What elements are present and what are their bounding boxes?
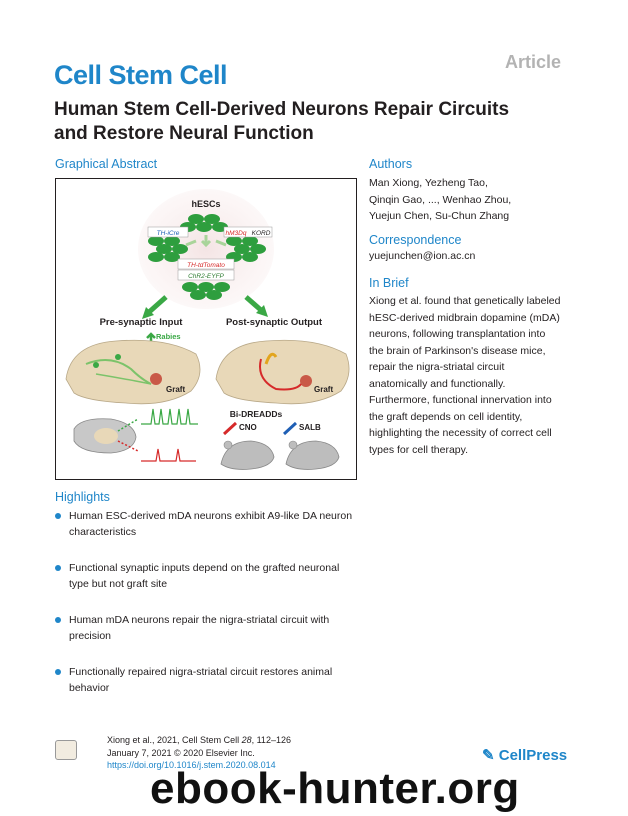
mouse-left-illustration xyxy=(220,440,275,470)
bullet-icon xyxy=(55,617,61,623)
graft-right-marker xyxy=(300,375,312,387)
salb-label: SALB xyxy=(299,423,321,432)
graft-right-label: Graft xyxy=(314,385,333,394)
in-brief-heading: In Brief xyxy=(369,276,409,290)
in-brief-line: types for cell therapy. xyxy=(369,443,469,456)
red-trace-line xyxy=(141,448,196,462)
citation-line-2: January 7, 2021 © 2020 Elsevier Inc. xyxy=(107,747,255,758)
highlights-list: Human ESC-derived mDA neurons exhibit A9… xyxy=(55,508,360,716)
th-icre-box xyxy=(147,226,189,238)
authors-line-1: Man Xiong, Yezheng Tao, xyxy=(369,177,488,189)
article-title: Human Stem Cell-Derived Neurons Repair C… xyxy=(54,98,594,146)
graphical-abstract-heading: Graphical Abstract xyxy=(55,157,158,171)
graft-left-label: Graft xyxy=(166,385,185,394)
in-brief-line: Xiong et al. found that genetically labe… xyxy=(369,295,561,307)
dreadd-box xyxy=(223,226,273,238)
title-line-1: Human Stem Cell-Derived Neurons Repair C… xyxy=(54,99,510,120)
correspondence-email[interactable]: yuejunchen@ion.ac.cn xyxy=(369,250,476,262)
authors-line-2: Qinqin Gao, ..., Wenhao Zhou, xyxy=(369,193,512,206)
salb-syringe-icon xyxy=(282,421,298,436)
in-brief-line: hESC-derived midbrain dopamine (mDA) xyxy=(369,311,560,324)
right-arrow-icon xyxy=(215,239,227,247)
hm3dq-label: hM3Dq xyxy=(226,230,247,237)
th-tdtomato-label: TH-tdTomato xyxy=(187,262,225,269)
left-arrow-icon xyxy=(185,239,197,247)
in-brief-line: neurons, following transplantation into xyxy=(369,328,546,340)
cellpress-mark-icon: ✎ xyxy=(482,747,495,764)
highlights-heading: Highlights xyxy=(55,490,110,504)
cno-syringe-icon xyxy=(222,421,238,436)
brain-right-illustration xyxy=(215,339,350,405)
chr2-eyfp-label: ChR2-EYFP xyxy=(188,273,224,280)
in-brief-line: highlighting the necessity of correct ce… xyxy=(369,427,552,439)
citation-block: Xiong et al., 2021, Cell Stem Cell 28, 1… xyxy=(107,734,291,772)
in-brief-line: anatomically and functionally. xyxy=(369,377,506,390)
cell-cluster-left xyxy=(148,236,188,262)
highlight-item: Human mDA neurons repair the nigra-stria… xyxy=(55,612,360,644)
bullet-icon xyxy=(55,513,61,519)
presynaptic-input-label: Pre-synaptic Input xyxy=(100,317,184,328)
cellpress-logo: ✎ CellPress xyxy=(482,747,568,764)
journal-name: Cell Stem Cell xyxy=(54,60,228,90)
article-type-label: Article xyxy=(505,52,562,72)
in-brief-line: Furthermore, functional innervation into xyxy=(369,394,552,406)
postsynaptic-output-label: Post-synaptic Output xyxy=(226,317,323,328)
th-tdtomato-box xyxy=(177,258,235,270)
correspondence-heading: Correspondence xyxy=(369,233,462,247)
highlight-item: Human ESC-derived mDA neurons exhibit A9… xyxy=(55,508,360,540)
cell-cluster-bottom xyxy=(182,282,230,300)
graphical-abstract-illustration: hESCs TH-iCre hM xyxy=(65,189,350,470)
down-arrow-icon xyxy=(200,235,212,248)
graft-left-marker xyxy=(150,373,162,385)
chr2-box xyxy=(177,269,235,281)
title-line-2: and Restore Neural Function xyxy=(54,123,314,144)
highlight-item: Functionally repaired nigra-striatal cir… xyxy=(55,664,360,696)
watermark-text: ebook-hunter.org xyxy=(150,764,520,813)
in-brief-line: the brain of Parkinson's disease mice, xyxy=(369,344,546,357)
bullet-icon xyxy=(55,565,61,571)
rabies-label: Rabies xyxy=(156,332,181,341)
arrow-to-presynaptic-icon xyxy=(146,295,168,315)
highlight-item: Functional synaptic inputs depend on the… xyxy=(55,560,360,592)
authors-line-3: Yuejun Chen, Su-Chun Zhang xyxy=(369,210,510,222)
in-brief-text: Xiong et al. found that genetically labe… xyxy=(369,293,560,458)
hescs-label: hESCs xyxy=(191,199,220,209)
th-icre-label: TH-iCre xyxy=(157,230,180,237)
crossmark-badge-icon[interactable] xyxy=(55,740,77,760)
arrow-to-postsynaptic-icon xyxy=(244,295,264,313)
authors-heading: Authors xyxy=(369,157,413,171)
mouse-right-illustration xyxy=(285,440,340,470)
in-brief-line: the graft depends on cell identity, xyxy=(369,410,523,423)
cno-label: CNO xyxy=(239,423,257,432)
bi-dreadds-label: Bi-DREADDs xyxy=(230,409,283,419)
neuron-dot xyxy=(93,362,99,368)
doi-link[interactable]: https://doi.org/10.1016/j.stem.2020.08.0… xyxy=(107,760,276,770)
graphical-abstract-figure: hESCs TH-iCre hM xyxy=(55,178,357,480)
bullet-icon xyxy=(55,669,61,675)
green-trace-line xyxy=(141,408,198,425)
in-brief-line: repair the nigra-striatal circuit xyxy=(369,361,505,373)
hesc-background-blob xyxy=(138,189,274,309)
kord-label: KORD xyxy=(252,230,271,237)
citation-line-1: Xiong et al., 2021, Cell Stem Cell 28, 1… xyxy=(107,735,291,745)
authors-list: Man Xiong, Yezheng Tao, Qinqin Gao, ...,… xyxy=(369,175,511,225)
